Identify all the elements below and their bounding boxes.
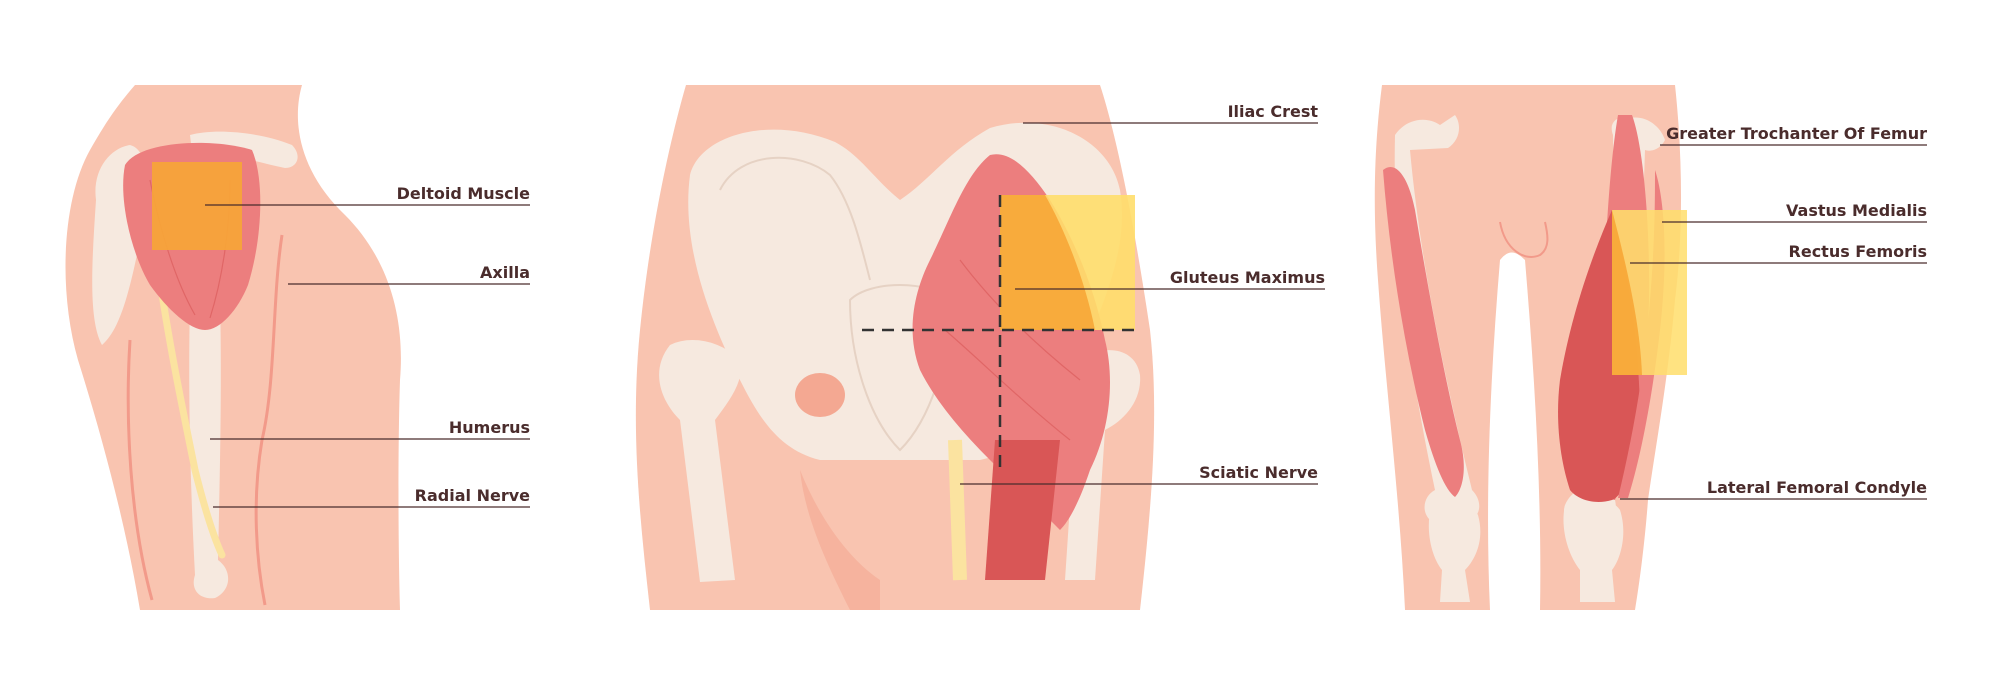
shoulder-panel <box>65 85 401 610</box>
radial-nerve-path <box>156 276 226 559</box>
label-sciatic-nerve: Sciatic Nerve <box>1199 463 1318 482</box>
label-deltoid-muscle: Deltoid Muscle <box>397 184 531 203</box>
left-femur-bone <box>659 340 741 582</box>
humerus-bone <box>189 300 229 599</box>
thigh-panel <box>1374 85 1687 610</box>
right-knee-bones <box>1563 498 1624 602</box>
gluteus-zone-overlap <box>1000 195 1095 330</box>
label-axilla: Axilla <box>480 263 530 282</box>
deltoid-injection-zone <box>152 162 242 250</box>
hip-panel <box>635 85 1155 610</box>
label-vastus-medialis: Vastus Medialis <box>1786 201 1927 220</box>
label-lateral-femoral-condyle: Lateral Femoral Condyle <box>1707 478 1927 497</box>
label-radial-nerve: Radial Nerve <box>415 486 530 505</box>
sciatic-nerve-path <box>948 439 967 581</box>
label-rectus-femoris: Rectus Femoris <box>1789 242 1927 261</box>
pelvis-inner-line <box>719 156 871 281</box>
obturator-foramen <box>795 373 845 417</box>
thigh-injection-zone-overlap <box>1612 210 1642 375</box>
left-thigh-muscle <box>1383 166 1464 498</box>
label-humerus: Humerus <box>449 418 530 437</box>
label-gluteus-maximus: Gluteus Maximus <box>1170 268 1325 287</box>
label-greater-trochanter: Greater Trochanter Of Femur <box>1666 124 1927 143</box>
label-iliac-crest: Iliac Crest <box>1228 102 1319 121</box>
vessel-right <box>254 234 284 606</box>
gluteus-striation-2 <box>944 329 1071 441</box>
left-knee-bones <box>1428 499 1481 602</box>
buttocks-crease <box>800 470 880 610</box>
groin-crease <box>1499 221 1549 258</box>
hamstring-muscle <box>985 440 1060 580</box>
vessel-left <box>126 339 154 601</box>
